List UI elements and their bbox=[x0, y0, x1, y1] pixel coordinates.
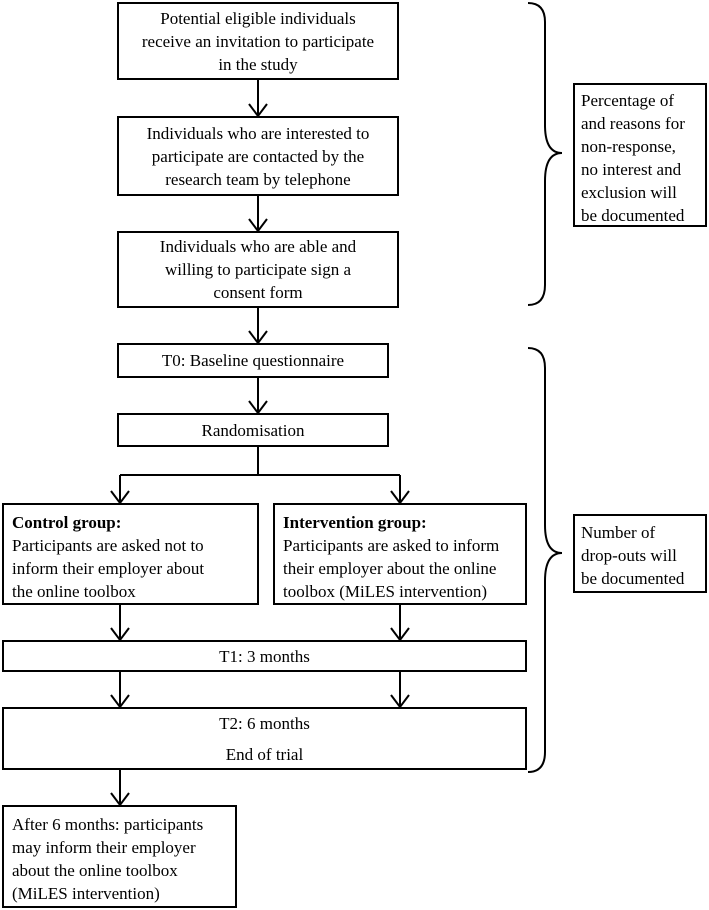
contacted-line-3: research team by telephone bbox=[165, 169, 351, 189]
dropouts-line-3: be documented bbox=[581, 569, 685, 588]
arrow-consent-to-baseline bbox=[248, 308, 268, 345]
arrow-t2-to-after bbox=[110, 770, 130, 807]
after-line-2: may inform their employer bbox=[12, 838, 196, 857]
baseline-label: T0: Baseline questionnaire bbox=[161, 351, 345, 370]
control-group-heading: Control group: bbox=[12, 513, 122, 532]
dropouts-line-2: drop-outs will bbox=[581, 546, 677, 565]
after-trial-box: After 6 months: participants may inform … bbox=[2, 805, 237, 908]
consent-line-1: Individuals who are able and bbox=[159, 237, 357, 256]
intervention-group-heading: Intervention group: bbox=[283, 513, 427, 532]
arrows-groups-to-t1 bbox=[110, 605, 410, 642]
nonresponse-line-3: non-response, bbox=[581, 137, 676, 156]
arrow-invitation-to-contacted bbox=[248, 80, 268, 118]
control-line-3: the online toolbox bbox=[12, 582, 136, 601]
contacted-line-2: participate are contacted by the bbox=[151, 146, 365, 166]
intervention-line-3: toolbox (MiLES intervention) bbox=[283, 582, 487, 601]
split-randomisation-to-groups bbox=[110, 447, 410, 505]
t1-label: T1: 3 months bbox=[219, 646, 310, 666]
intervention-group-box: Intervention group: Participants are ask… bbox=[273, 503, 527, 605]
control-line-1: Participants are asked not to bbox=[12, 536, 204, 555]
intervention-line-1: Participants are asked to inform bbox=[283, 536, 500, 555]
invitation-line-1: Potential eligible individuals bbox=[160, 8, 356, 28]
after-line-1: After 6 months: participants bbox=[12, 815, 204, 834]
arrows-t1-to-t2 bbox=[110, 672, 410, 709]
nonresponse-line-5: exclusion will bbox=[581, 183, 677, 202]
nonresponse-line-6: be documented bbox=[581, 206, 685, 225]
brace-recruitment bbox=[527, 2, 563, 306]
consent-line-3: consent form bbox=[213, 283, 303, 302]
brace-trial bbox=[527, 347, 563, 773]
intervention-line-2: their employer about the online bbox=[283, 559, 497, 578]
nonresponse-line-4: no interest and bbox=[581, 160, 682, 179]
after-line-3: about the online toolbox bbox=[12, 861, 178, 880]
nonresponse-line-2: and reasons for bbox=[581, 114, 685, 133]
invitation-line-3: in the study bbox=[218, 54, 298, 74]
baseline-box: T0: Baseline questionnaire bbox=[117, 343, 389, 378]
arrow-baseline-to-randomisation bbox=[248, 378, 268, 415]
after-line-4: (MiLES intervention) bbox=[12, 884, 160, 903]
invitation-line-2: receive an invitation to participate bbox=[141, 31, 375, 51]
arrow-contacted-to-consent bbox=[248, 196, 268, 233]
dropouts-note: Number of drop-outs will be documented bbox=[573, 514, 707, 593]
randomisation-box: Randomisation bbox=[117, 413, 389, 447]
contacted-box: Individuals who are interested to partic… bbox=[117, 116, 399, 196]
invitation-box: Potential eligible individuals receive a… bbox=[117, 2, 399, 80]
t2-box: T2: 6 months End of trial bbox=[2, 707, 527, 770]
control-line-2: inform their employer about bbox=[12, 559, 205, 578]
consent-line-2: willing to participate sign a bbox=[164, 260, 351, 279]
control-group-box: Control group: Participants are asked no… bbox=[2, 503, 259, 605]
dropouts-line-1: Number of bbox=[581, 523, 656, 542]
end-of-trial-label: End of trial bbox=[225, 744, 304, 764]
nonresponse-line-1: Percentage of bbox=[581, 91, 674, 110]
t2-label: T2: 6 months bbox=[219, 713, 310, 733]
consent-box: Individuals who are able and willing to … bbox=[117, 231, 399, 308]
nonresponse-note: Percentage of and reasons for non-respon… bbox=[573, 83, 707, 227]
randomisation-label: Randomisation bbox=[201, 420, 305, 440]
t1-box: T1: 3 months bbox=[2, 640, 527, 672]
contacted-line-1: Individuals who are interested to bbox=[146, 123, 370, 143]
